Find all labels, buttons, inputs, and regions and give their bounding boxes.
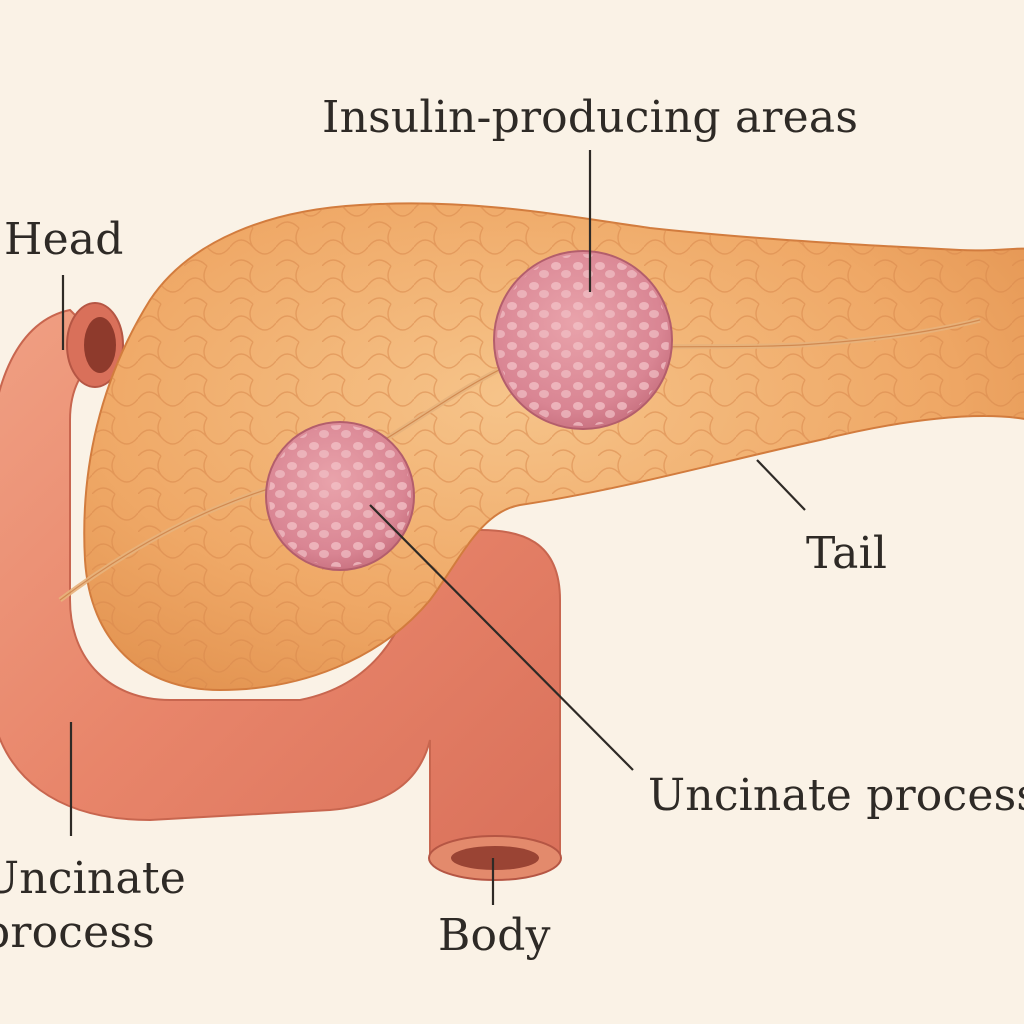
leader-uncinate-right [369,504,634,771]
duodenum [0,302,562,881]
label-insulin-producing-areas: Insulin-producing areas [322,92,859,143]
label-body: Body [438,910,551,961]
pancreas-gland [58,202,1024,692]
islet-lower [265,421,415,571]
label-uncinate-line2: process [0,907,155,958]
leader-tail [756,459,806,511]
islet-upper [493,250,673,430]
label-uncinate-process-right: Uncinate process [648,770,1024,821]
label-uncinate-line1: Uncinate [0,853,187,904]
label-uncinate-process-left: Uncinate process [0,852,186,960]
leader-lines [61,150,806,905]
label-head: Head [4,214,124,265]
label-tail: Tail [806,528,888,579]
